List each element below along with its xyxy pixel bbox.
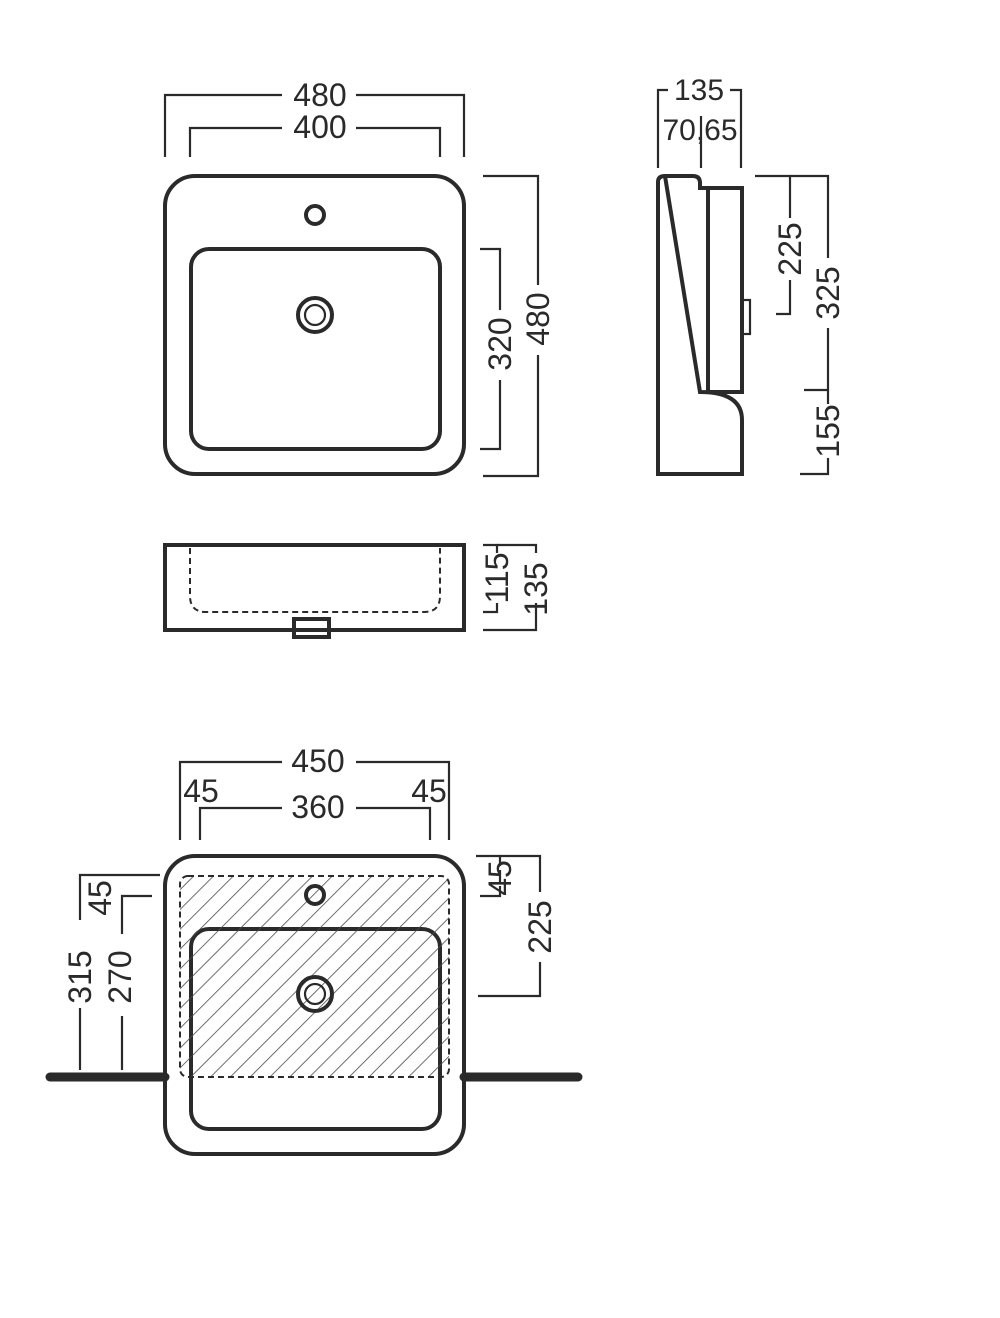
front-outline bbox=[163, 543, 466, 632]
dim-top-basin-depth: 320 bbox=[482, 317, 518, 370]
dim-install-rear-margin: 45 bbox=[482, 860, 518, 896]
install-basin-outline bbox=[163, 854, 466, 1156]
dim-install-cutout-depth: 225 bbox=[522, 900, 558, 953]
tap-hole bbox=[304, 204, 326, 226]
basin-bowl-outline bbox=[189, 247, 442, 451]
dim-line-315 bbox=[78, 873, 160, 1070]
install-drain-outer bbox=[296, 975, 334, 1013]
install-drain-inner bbox=[303, 982, 327, 1006]
front-drain-stub bbox=[292, 617, 331, 639]
dim-front-overall-height: 135 bbox=[518, 562, 554, 615]
dim-top-overall-depth: 480 bbox=[520, 292, 556, 345]
dim-side-total-height: 325 bbox=[810, 266, 846, 319]
dim-install-cutout-to-wall: 270 bbox=[102, 950, 138, 1003]
side-view: 135 70,65 225 325 155 bbox=[656, 74, 846, 476]
basin-top-outline bbox=[163, 174, 466, 476]
drain-inner bbox=[303, 303, 327, 327]
dim-top-overall-width: 480 bbox=[293, 77, 346, 113]
side-profile-outline bbox=[656, 173, 744, 476]
dim-install-cutout-width: 360 bbox=[291, 789, 344, 825]
dim-install-depth-from-wall: 315 bbox=[62, 950, 98, 1003]
dim-install-left-margin: 45 bbox=[183, 773, 219, 809]
top-view: 480 400 320 480 bbox=[163, 77, 556, 478]
cutout-outline bbox=[179, 875, 450, 1078]
dim-install-overall-width: 450 bbox=[291, 743, 344, 779]
installation-view: 450 45 360 45 45 225 45 315 270 bbox=[45, 743, 583, 1156]
install-tap-hole bbox=[304, 884, 326, 906]
dim-side-wall-offset: 70,65 bbox=[662, 114, 737, 147]
front-bowl-hidden-line bbox=[189, 548, 441, 613]
dim-front-inner-height: 115 bbox=[479, 552, 515, 603]
side-overflow-stub bbox=[740, 298, 752, 336]
dim-side-upper-height: 225 bbox=[772, 222, 808, 275]
dim-side-overall-height: 135 bbox=[674, 74, 724, 107]
dim-side-lower-height: 155 bbox=[810, 404, 846, 457]
dim-top-basin-width: 400 bbox=[293, 109, 346, 145]
front-view: 115 135 bbox=[163, 543, 554, 639]
dim-line-270 bbox=[120, 894, 152, 1070]
drain-outer bbox=[296, 296, 334, 334]
dim-install-right-margin: 45 bbox=[411, 773, 447, 809]
dim-install-top-offset: 45 bbox=[82, 880, 118, 916]
